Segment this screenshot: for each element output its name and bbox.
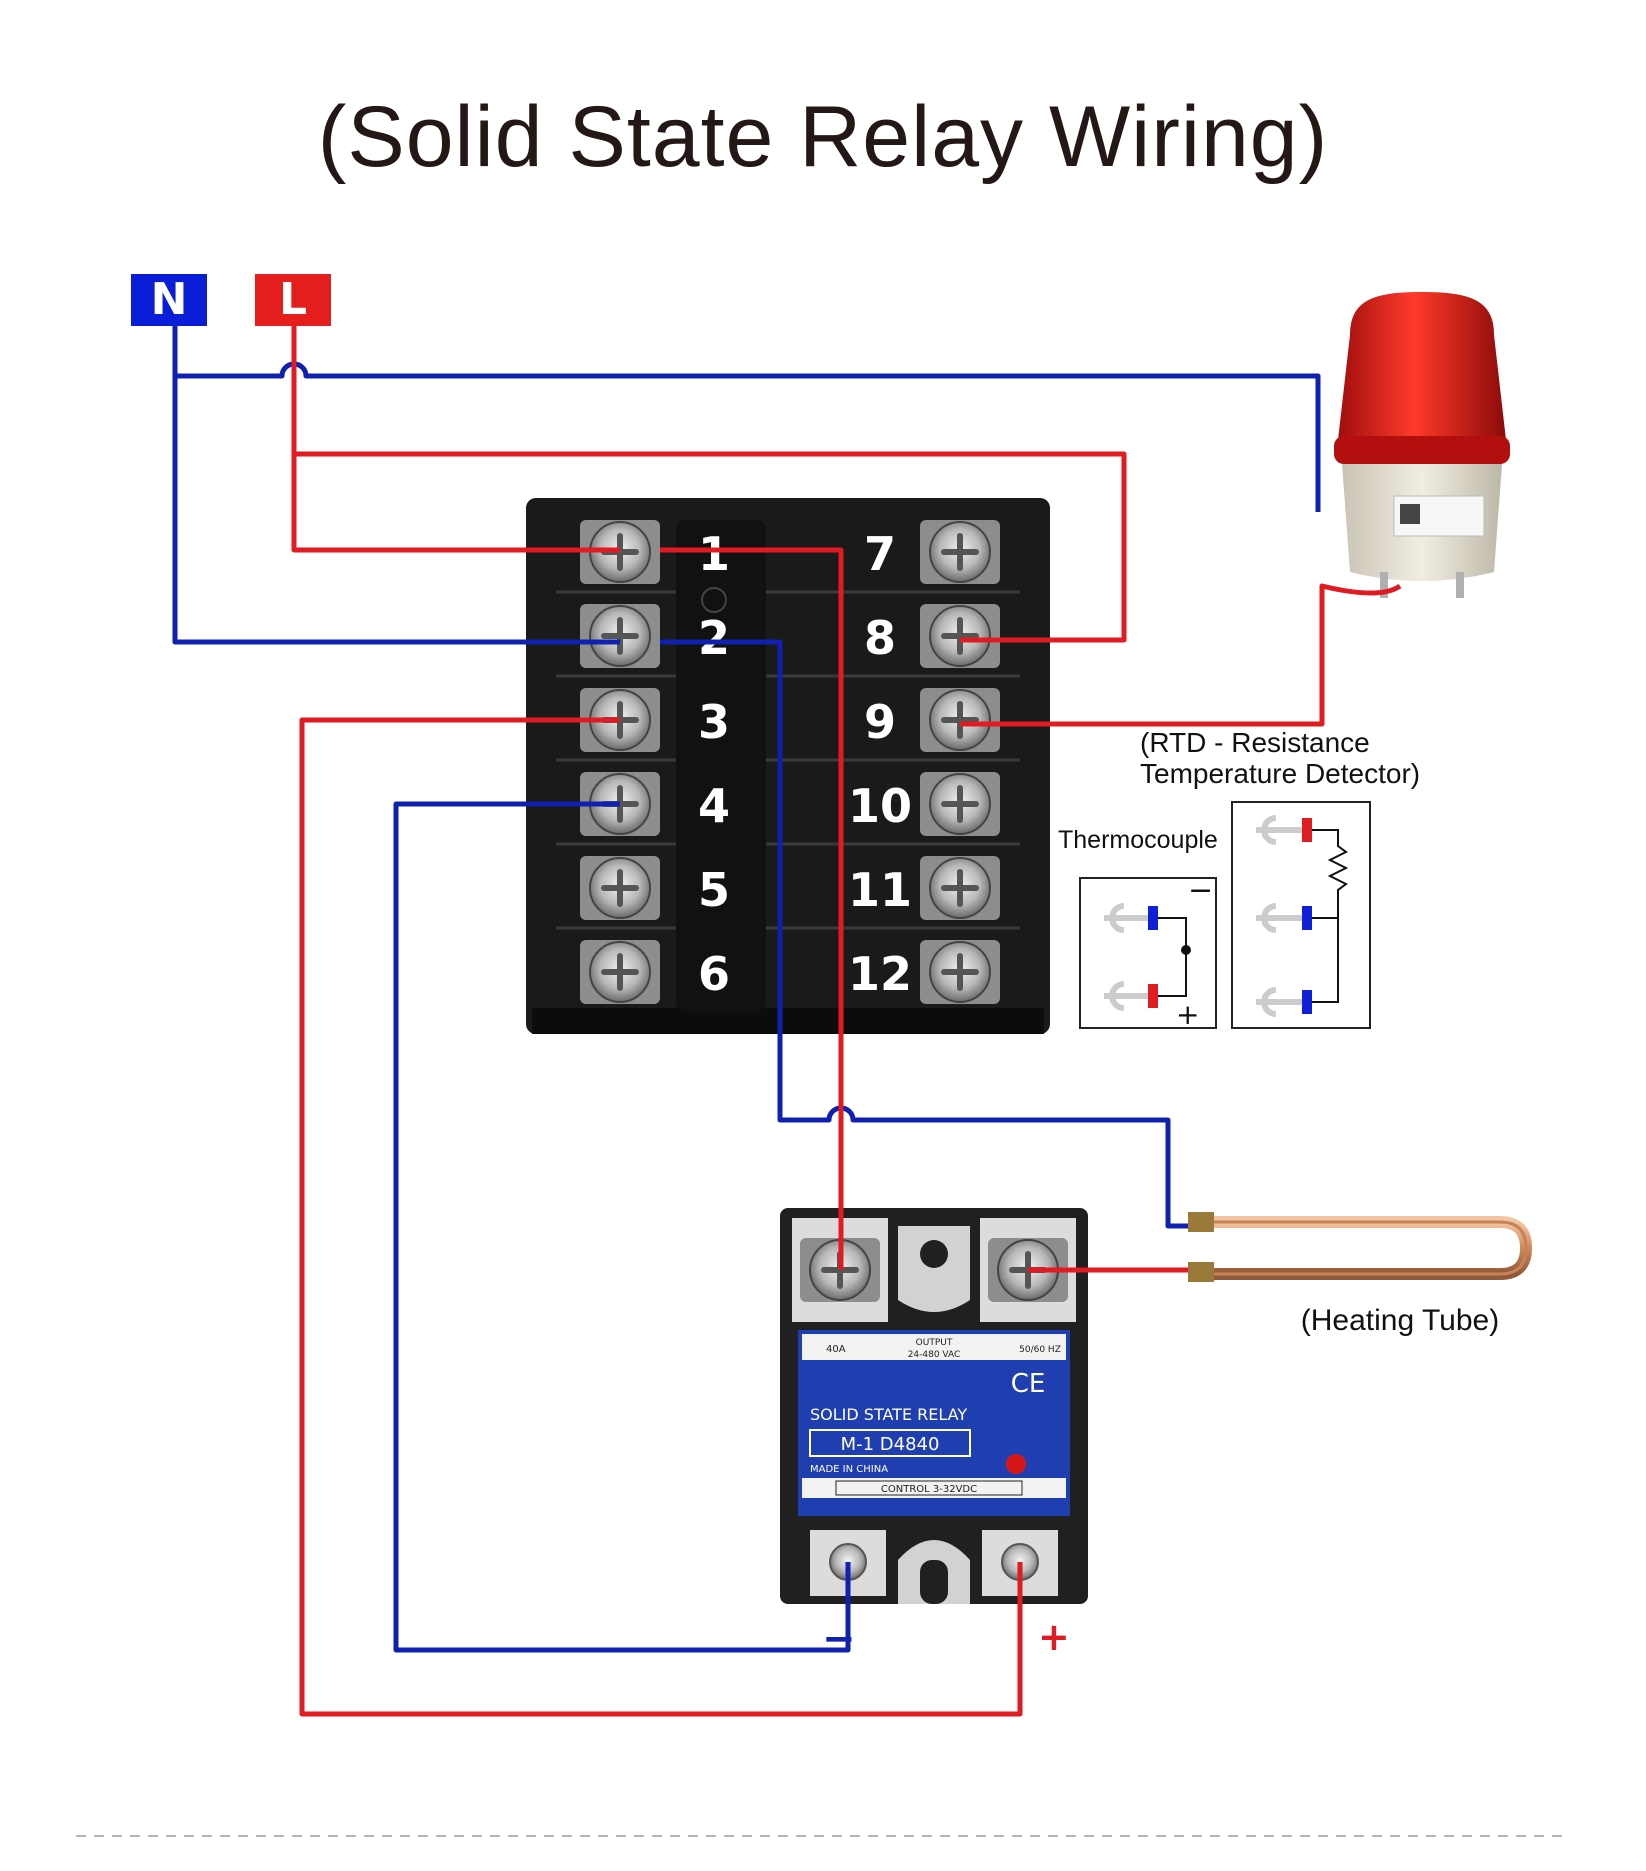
neutral-source: N: [131, 274, 207, 326]
neutral-box: [131, 274, 207, 326]
heater-label: (Heating Tube): [1301, 1304, 1499, 1337]
wire-n-to-alarm-lamp: [175, 361, 1321, 512]
terminal-5-label: 5: [698, 863, 730, 917]
wire-terminal-4-to-ssr-minus: [393, 801, 851, 1653]
rtd-label-line2: Temperature Detector): [1140, 758, 1420, 789]
ce-mark: CE: [1011, 1369, 1046, 1399]
terminal-9-label: 9: [864, 695, 896, 749]
terminal-6-label: 6: [698, 947, 730, 1001]
ssr-output-label: OUTPUT: [916, 1338, 953, 1348]
rtd-label-line1: (RTD - Resistance: [1140, 727, 1370, 758]
terminal-1-label: 1: [698, 527, 730, 581]
wire-l-to-terminal-1: [291, 326, 620, 553]
wire-l-to-terminal-8: [294, 451, 1127, 643]
wire-n-to-terminal-2: [172, 326, 620, 645]
temperature-controller: 1 2 3 4 5 6 7 8 9 10 11 12: [526, 498, 1050, 1034]
ssr-current: 40A: [826, 1344, 846, 1355]
terminal-12-label: 12: [848, 947, 912, 1001]
terminal-2-label: 2: [698, 611, 730, 665]
ssr-made-in: MADE IN CHINA: [810, 1464, 888, 1475]
wire-terminal-1-to-ssr-load: [660, 547, 844, 1270]
ssr-plus-label: +: [1038, 1615, 1070, 1659]
ssr-name: SOLID STATE RELAY: [810, 1405, 967, 1424]
tc-plus-label: +: [1176, 998, 1199, 1031]
page-title: (Solid State Relay Wiring): [317, 89, 1329, 185]
wire-terminal-9-to-alarm-lamp: [960, 583, 1402, 727]
ssr-frequency: 50/60 HZ: [1019, 1345, 1061, 1355]
terminal-4-label: 4: [698, 779, 730, 833]
neutral-label: N: [151, 274, 188, 325]
terminal-8-label: 8: [864, 611, 896, 665]
ssr-model: M-1 D4840: [841, 1434, 940, 1455]
live-wires: [291, 326, 1402, 1717]
terminal-7-label: 7: [864, 527, 896, 581]
ssr-output-voltage: 24-480 VAC: [908, 1350, 961, 1360]
thermocouple-label: Thermocouple: [1058, 826, 1218, 854]
terminal-3-label: 3: [698, 695, 730, 749]
live-source: L: [255, 274, 331, 326]
live-box: [255, 274, 331, 326]
thermocouple-diagram: − +: [1079, 873, 1217, 1031]
ssr-indicator-led: [1006, 1454, 1026, 1474]
tc-minus-label: −: [1188, 873, 1213, 908]
wire-terminal-3-to-ssr-plus: [299, 717, 1023, 1717]
terminal-11-label: 11: [848, 863, 912, 917]
alarm-lamp-icon: [1334, 292, 1510, 598]
ssr-control-spec: CONTROL 3-32VDC: [881, 1484, 977, 1495]
live-label: L: [279, 274, 307, 325]
terminal-10-label: 10: [848, 779, 912, 833]
heating-tube-icon: [1188, 1212, 1533, 1282]
solid-state-relay: 40A OUTPUT 24-480 VAC 50/60 HZ CE SOLID …: [780, 1208, 1088, 1604]
rtd-diagram: [1231, 801, 1371, 1029]
